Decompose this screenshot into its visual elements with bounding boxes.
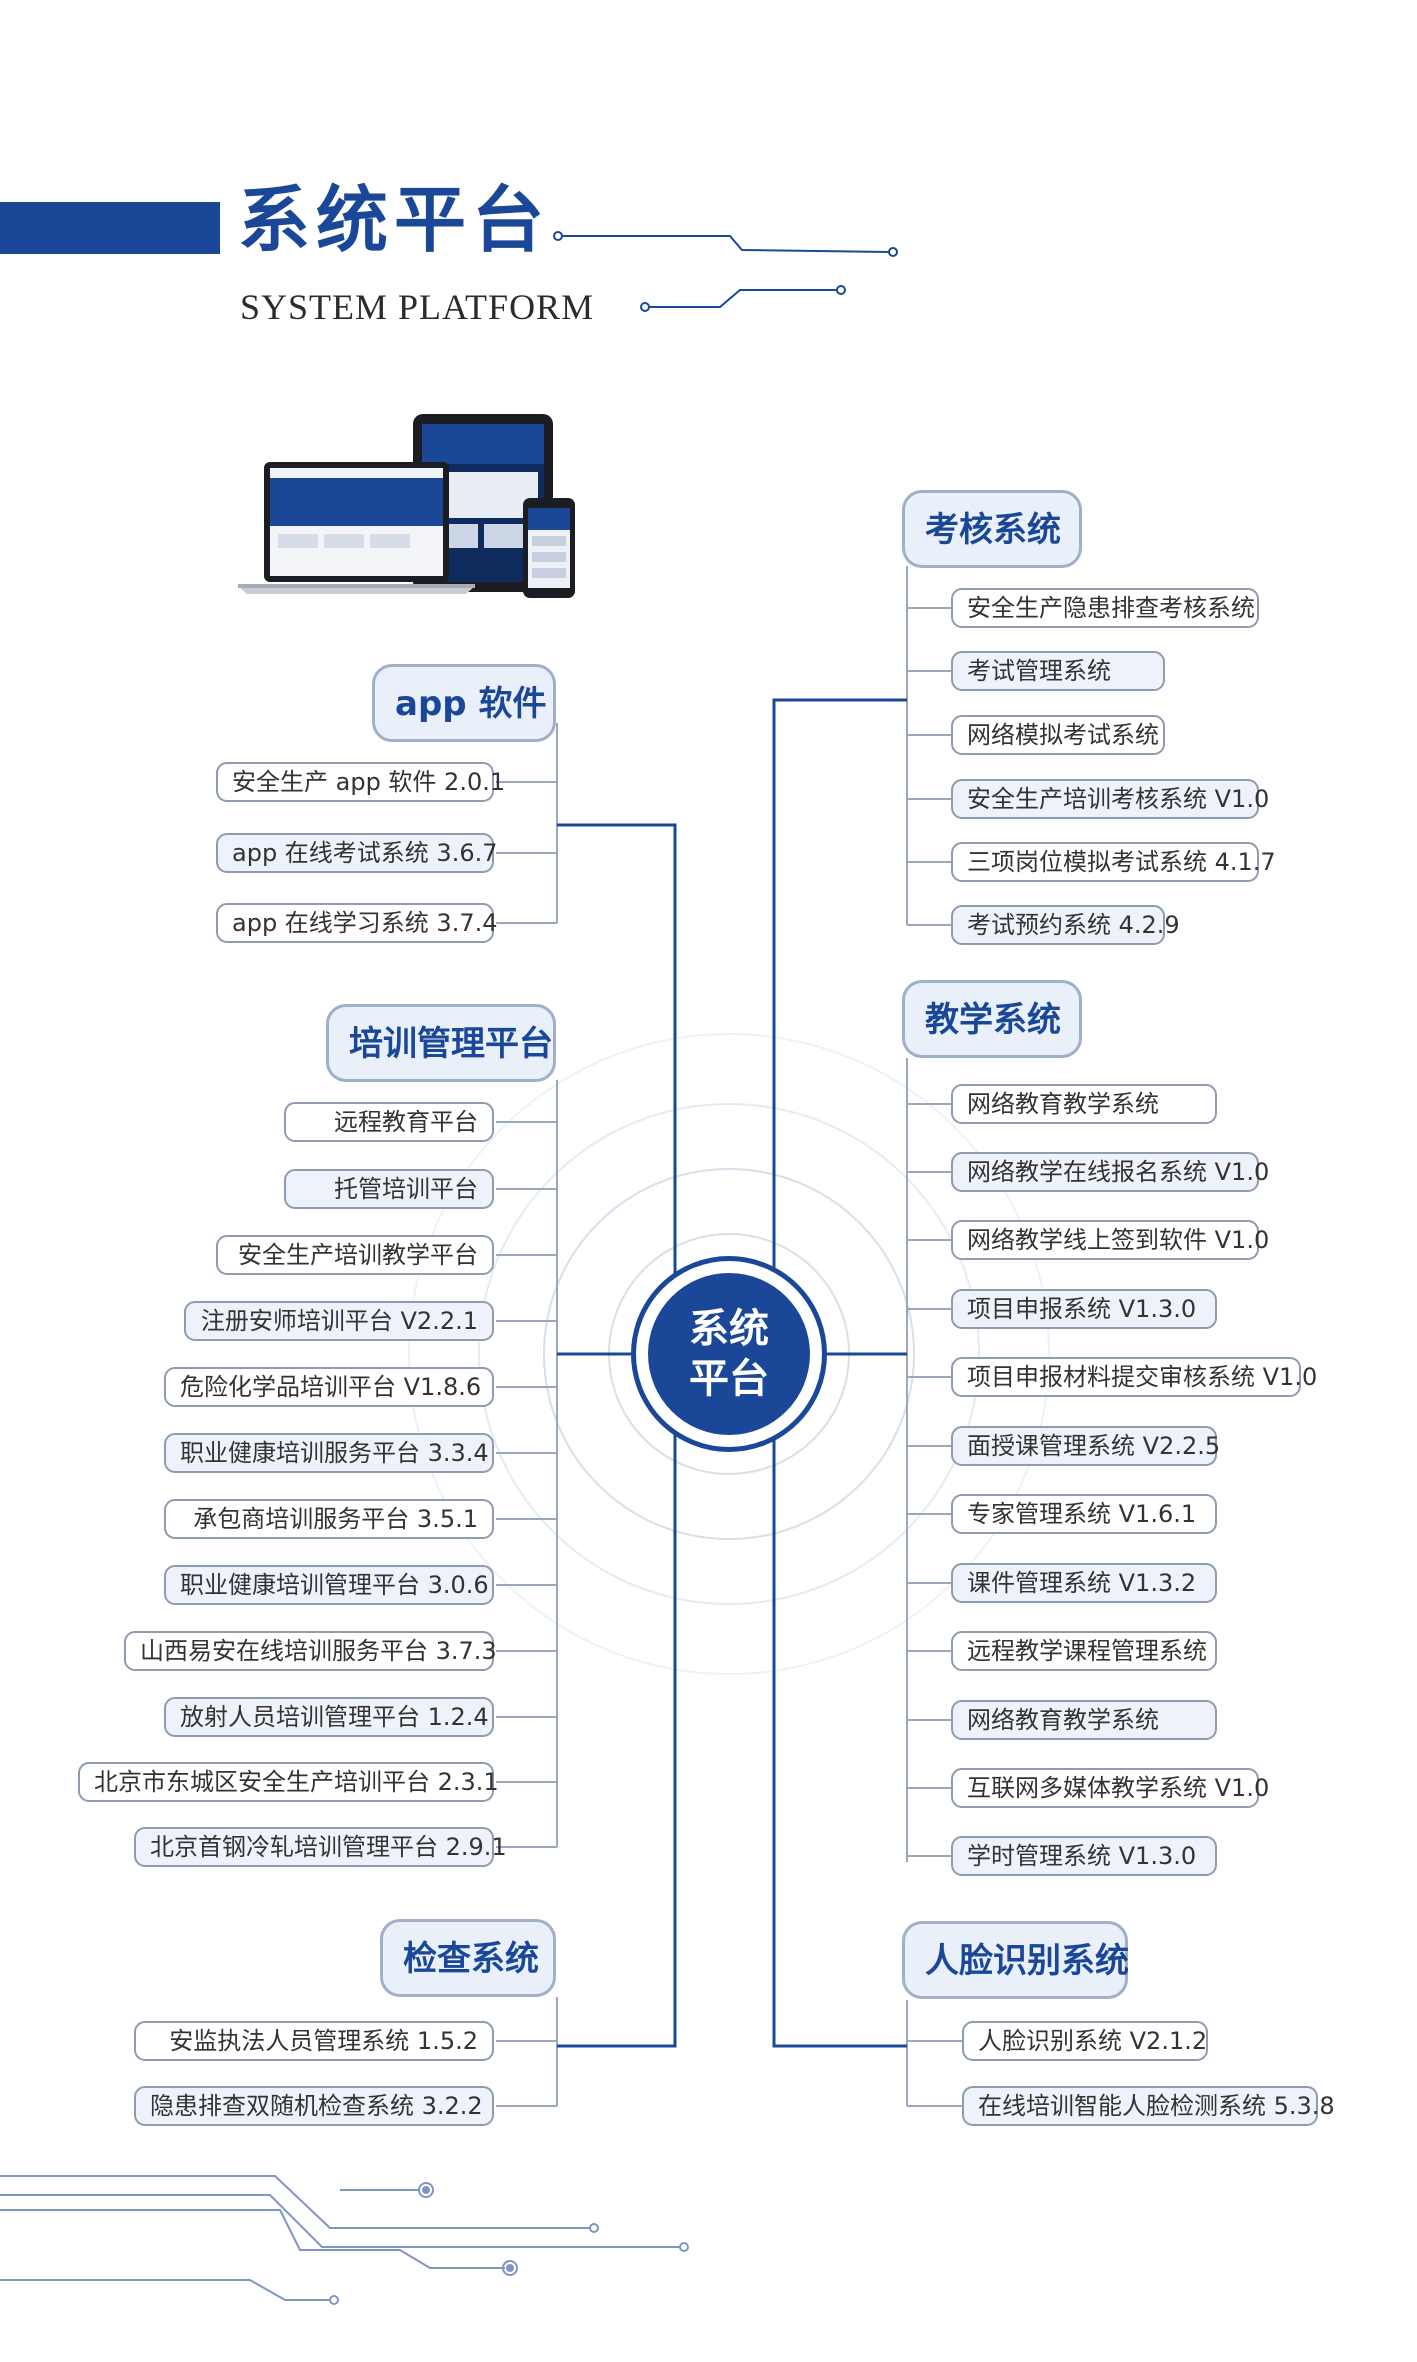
- branch-item-training: 承包商培训服务平台 3.5.1: [164, 1499, 494, 1539]
- branch-item-training: 注册安师培训平台 V2.2.1: [184, 1301, 494, 1341]
- branch-item-training: 职业健康培训服务平台 3.3.4: [164, 1433, 494, 1473]
- center-node-line2: 平台: [689, 1356, 769, 1402]
- branch-item-face: 人脸识别系统 V2.1.2: [962, 2021, 1208, 2061]
- branch-item-teaching: 网络教育教学系统: [951, 1084, 1217, 1124]
- branch-item-teaching: 远程教学课程管理系统: [951, 1631, 1217, 1671]
- page-subtitle-en: SYSTEM PLATFORM: [240, 287, 595, 327]
- header-connector-node-4: [836, 285, 846, 295]
- branch-item-teaching: 网络教学线上签到软件 V1.0: [951, 1220, 1269, 1260]
- branch-item-exam: 安全生产培训考核系统 V1.0: [951, 779, 1269, 819]
- branch-item-exam: 考试管理系统: [951, 651, 1165, 691]
- header-connector-1: [562, 235, 891, 253]
- branch-title-exam: 考核系统: [902, 490, 1082, 568]
- branch-item-exam: 三项岗位模拟考试系统 4.1.7: [951, 842, 1276, 882]
- branch-item-teaching: 专家管理系统 V1.6.1: [951, 1494, 1217, 1534]
- trunk-right-face: [772, 1418, 907, 2048]
- center-node-line1: 系统: [689, 1306, 769, 1352]
- branch-item-exam: 考试预约系统 4.2.9: [951, 905, 1180, 945]
- branch-item-teaching: 网络教学在线报名系统 V1.0: [951, 1152, 1269, 1192]
- branch-item-training: 危险化学品培训平台 V1.8.6: [164, 1367, 494, 1407]
- header-connector-node-2: [888, 247, 898, 257]
- branch-item-inspection: 隐患排查双随机检查系统 3.2.2: [134, 2086, 494, 2126]
- branch-title-app: app 软件: [372, 664, 556, 742]
- branch-item-exam: 网络模拟考试系统: [951, 715, 1165, 755]
- branch-item-teaching: 项目申报系统 V1.3.0: [951, 1289, 1217, 1329]
- center-ripple-4: [408, 1033, 1050, 1675]
- branch-item-training: 托管培训平台: [284, 1169, 494, 1209]
- branch-item-training: 职业健康培训管理平台 3.0.6: [164, 1565, 494, 1605]
- trunk-left-app: [557, 823, 677, 1290]
- branch-item-face: 在线培训智能人脸检测系统 5.3.8: [962, 2086, 1335, 2126]
- center-ripple-3: [478, 1103, 980, 1605]
- branch-item-training: 山西易安在线培训服务平台 3.7.3: [124, 1631, 497, 1671]
- branch-title-training: 培训管理平台: [326, 1004, 556, 1082]
- branch-item-training: 放射人员培训管理平台 1.2.4: [164, 1697, 494, 1737]
- branch-item-teaching: 学时管理系统 V1.3.0: [951, 1836, 1217, 1876]
- branch-title-face: 人脸识别系统: [902, 1921, 1129, 1999]
- page-title: 系统平台: [238, 178, 551, 262]
- branch-item-app: 安全生产 app 软件 2.0.1: [216, 762, 505, 802]
- branch-item-teaching: 项目申报材料提交审核系统 V1.0: [951, 1357, 1317, 1397]
- branch-item-training: 安全生产培训教学平台: [216, 1235, 494, 1275]
- branch-title-teaching: 教学系统: [902, 980, 1082, 1058]
- branch-title-inspection: 检查系统: [380, 1919, 556, 1997]
- branch-item-exam: 安全生产隐患排查考核系统: [951, 588, 1259, 628]
- devices-illustration: [238, 414, 575, 598]
- branch-item-app: app 在线考试系统 3.6.7: [216, 833, 498, 873]
- branch-item-teaching: 课件管理系统 V1.3.2: [951, 1563, 1217, 1603]
- header-connector-node-3: [640, 302, 650, 312]
- header-connector-2: [649, 289, 838, 308]
- branch-item-training: 北京市东城区安全生产培训平台 2.3.1: [78, 1762, 499, 1802]
- center-ripple-2: [543, 1168, 915, 1540]
- branch-item-training: 北京首钢冷轧培训管理平台 2.9.1: [134, 1827, 507, 1867]
- branch-item-training: 远程教育平台: [284, 1102, 494, 1142]
- header-connector-node-1: [553, 231, 563, 241]
- trunk-left-inspection: [557, 1418, 677, 2048]
- branch-item-teaching: 互联网多媒体教学系统 V1.0: [951, 1768, 1269, 1808]
- branch-item-inspection: 安监执法人员管理系统 1.5.2: [134, 2021, 494, 2061]
- center-node: 系统 平台: [631, 1256, 827, 1452]
- title-accent-bar: [0, 202, 220, 254]
- branch-item-app: app 在线学习系统 3.7.4: [216, 903, 498, 943]
- branch-item-teaching: 网络教育教学系统: [951, 1700, 1217, 1740]
- branch-item-teaching: 面授课管理系统 V2.2.5: [951, 1426, 1220, 1466]
- trunk-right-exam: [772, 698, 907, 1290]
